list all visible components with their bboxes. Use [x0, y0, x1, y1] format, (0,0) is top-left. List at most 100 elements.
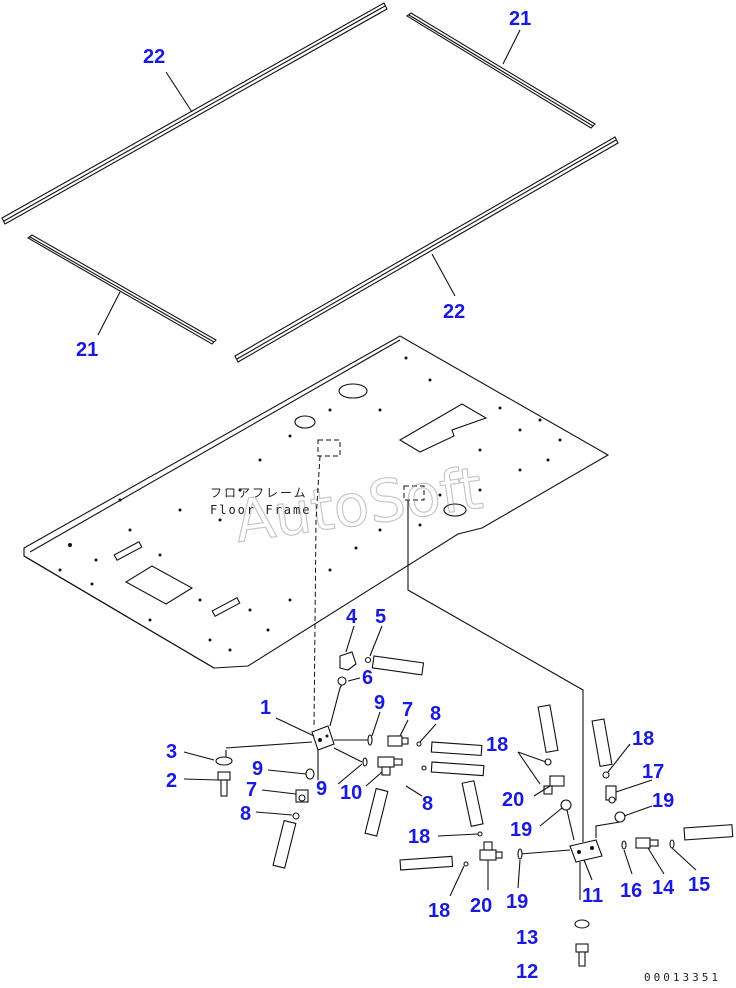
callout-18-d: 18: [632, 728, 654, 750]
seal-strip-22-bottom: [234, 136, 619, 363]
hose-upper-left: [371, 655, 425, 676]
frame-slot: [113, 541, 143, 561]
pipe-line: [329, 683, 343, 727]
hose-mid-b: [430, 761, 485, 777]
plug-9-a: [367, 734, 373, 746]
frame-bracket-mark: [317, 439, 341, 457]
frame-hole: [294, 415, 316, 429]
callout-leaders: [183, 625, 697, 897]
plug-9-c: [362, 757, 368, 767]
callout-12: 12: [516, 961, 538, 983]
o-ring-8-c: [292, 812, 300, 820]
pipe-line: [595, 821, 621, 838]
connector-7-b: [295, 789, 309, 803]
mount-line-left: [313, 455, 321, 729]
plug-19-b: [560, 799, 572, 811]
callout-20-a: 20: [470, 895, 492, 917]
o-ring-8-b: [421, 765, 427, 771]
leader-21a: [502, 29, 521, 65]
tee-10: [377, 756, 403, 776]
hose-right: [683, 824, 734, 841]
callout-18-c: 18: [428, 900, 450, 922]
frame-label-en: Floor Frame: [210, 503, 311, 517]
seal-strip-21-bottom: [27, 234, 217, 345]
callout-19-b: 19: [510, 819, 532, 841]
o-ring-8-a: [416, 741, 422, 747]
tee-20-a: [479, 841, 503, 861]
plug-9-b: [305, 768, 315, 780]
o-ring-5: [364, 656, 372, 664]
callout-7-a: 7: [402, 699, 413, 721]
callout-19-c: 19: [652, 790, 674, 812]
o-ring-15: [669, 839, 675, 849]
hose-down-left-mid: [364, 787, 389, 837]
frame-cutout: [398, 403, 488, 453]
callout-8-a: 8: [430, 703, 441, 725]
pipe-line: [565, 805, 575, 841]
connector-17: [605, 785, 617, 804]
callout-6: 6: [362, 667, 373, 689]
frame-hole: [443, 503, 467, 517]
callout-14: 14: [652, 877, 675, 899]
callout-9-a: 9: [374, 692, 385, 714]
pipe-line: [519, 849, 571, 855]
callout-22-top: 22: [143, 46, 165, 68]
frame-bracket-mark: [403, 485, 425, 501]
floor-frame-plate: [23, 335, 610, 669]
callout-8-c: 8: [240, 803, 251, 825]
callout-3: 3: [166, 741, 177, 763]
leader-22b: [431, 253, 456, 297]
bolt-2: [217, 771, 231, 797]
bolt-line: [225, 741, 313, 749]
o-ring-18-d: [602, 771, 610, 779]
callout-21-bottom: 21: [76, 339, 98, 361]
frame-hole: [338, 383, 368, 399]
callout-13: 13: [516, 927, 538, 949]
plug-19-a: [517, 848, 523, 860]
callout-9-c: 9: [316, 778, 327, 800]
document-number: 00013351: [644, 971, 721, 984]
o-ring-16: [621, 840, 627, 850]
mount-line-right: [407, 500, 584, 842]
leader-22a: [165, 71, 193, 113]
connector-7-a: [387, 735, 409, 747]
callout-11: 11: [582, 885, 603, 907]
washer-3: [215, 756, 233, 766]
callout-8-b: 8: [422, 793, 433, 815]
callout-1: 1: [260, 697, 271, 719]
connector-14: [635, 837, 659, 849]
hose-mid-a: [430, 741, 483, 757]
callout-19-a: 19: [506, 891, 528, 913]
callout-9-b: 9: [252, 758, 263, 780]
seal-strip-22-top: [1, 2, 388, 225]
hose-lower-left-right: [399, 855, 454, 871]
o-ring-18-b: [477, 831, 483, 837]
block-11: [569, 839, 603, 863]
callout-15: 15: [688, 874, 710, 896]
callout-2: 2: [166, 770, 177, 792]
bolt-12: [575, 943, 589, 967]
callout-18-a: 18: [486, 734, 508, 756]
elbow-4: [339, 651, 357, 671]
hose-top-right-b: [591, 718, 613, 767]
hose-down-left: [272, 819, 297, 869]
frame-label-jp: フロアフレーム: [210, 486, 308, 500]
frame-slot: [211, 597, 241, 617]
callout-16: 16: [620, 880, 642, 902]
pipe-line: [333, 747, 363, 763]
callout-21-top: 21: [509, 8, 531, 30]
o-ring-6: [337, 676, 347, 686]
tee-20-b: [543, 775, 565, 795]
plug-19-c: [614, 811, 626, 823]
leader-21b: [97, 291, 121, 336]
callout-4: 4: [346, 606, 358, 628]
o-ring-18-c: [463, 861, 469, 867]
hose-top-right-a: [537, 704, 559, 753]
callout-18-b: 18: [408, 826, 430, 848]
callout-10: 10: [340, 782, 362, 804]
washer-13: [574, 919, 590, 929]
block-1: [311, 725, 335, 751]
callout-17: 17: [642, 761, 664, 783]
hose-upper-center: [461, 780, 484, 827]
